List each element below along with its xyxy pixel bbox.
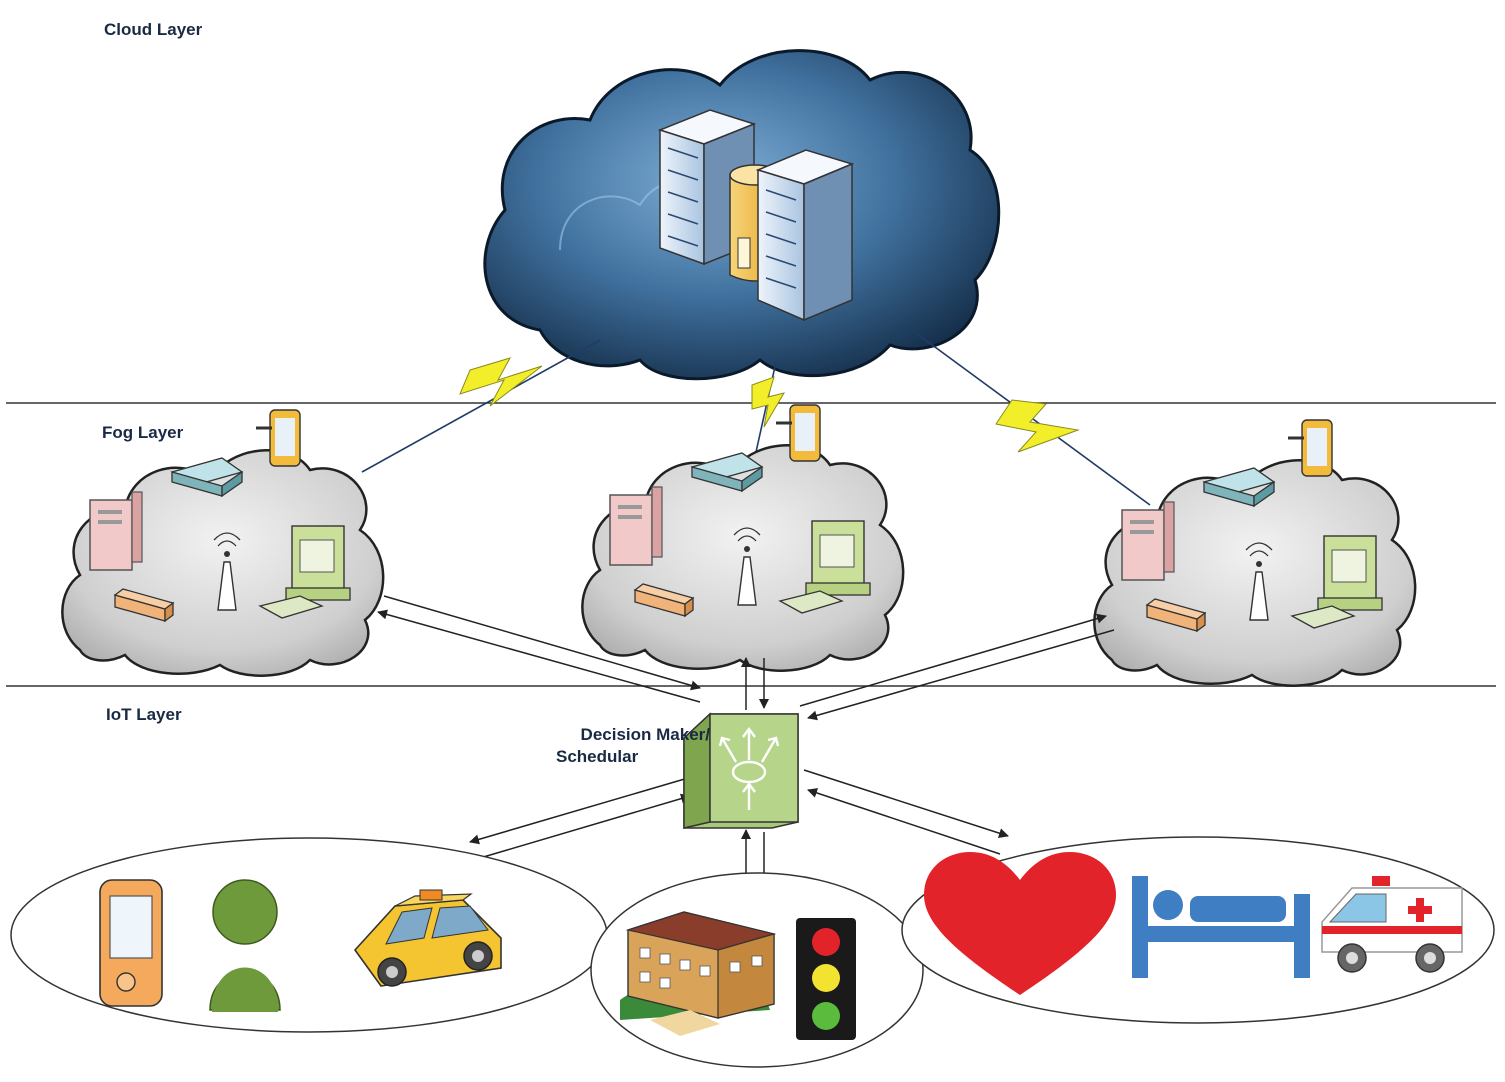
decision-maker-line2: Schedular [556,747,639,766]
building-icon [620,911,777,1036]
cloud-fog-links [361,324,1151,506]
lightning-icon [995,399,1080,453]
server-rack-icon [657,109,757,266]
heart-icon [924,852,1116,995]
taxi-icon [353,889,502,987]
decision-maker-label: Decision Maker/ Schedular [520,724,710,768]
fog-node [581,403,905,672]
hospital-bed-icon [1132,876,1310,978]
decision-maker-line1: Decision Maker/ [580,725,710,744]
lightning-icon [751,376,786,428]
decision-maker-box [683,712,799,829]
user-icon [209,879,281,1012]
fog-node [1093,418,1417,687]
cloud-layer-label: Cloud Layer [104,20,203,39]
server-rack-icon [755,149,855,322]
lightning-icon [459,357,543,407]
fog-node [61,408,385,677]
mobile-phone-icon [99,879,163,1007]
cloud-datacenter [483,49,1001,381]
data-flow-arrows [377,595,1115,893]
traffic-light-icon [796,918,856,1040]
fog-layer-label: Fog Layer [102,423,184,442]
ambulance-icon [1321,876,1463,973]
scheduler-icon [718,727,780,810]
iot-layer-label: IoT Layer [106,705,182,724]
